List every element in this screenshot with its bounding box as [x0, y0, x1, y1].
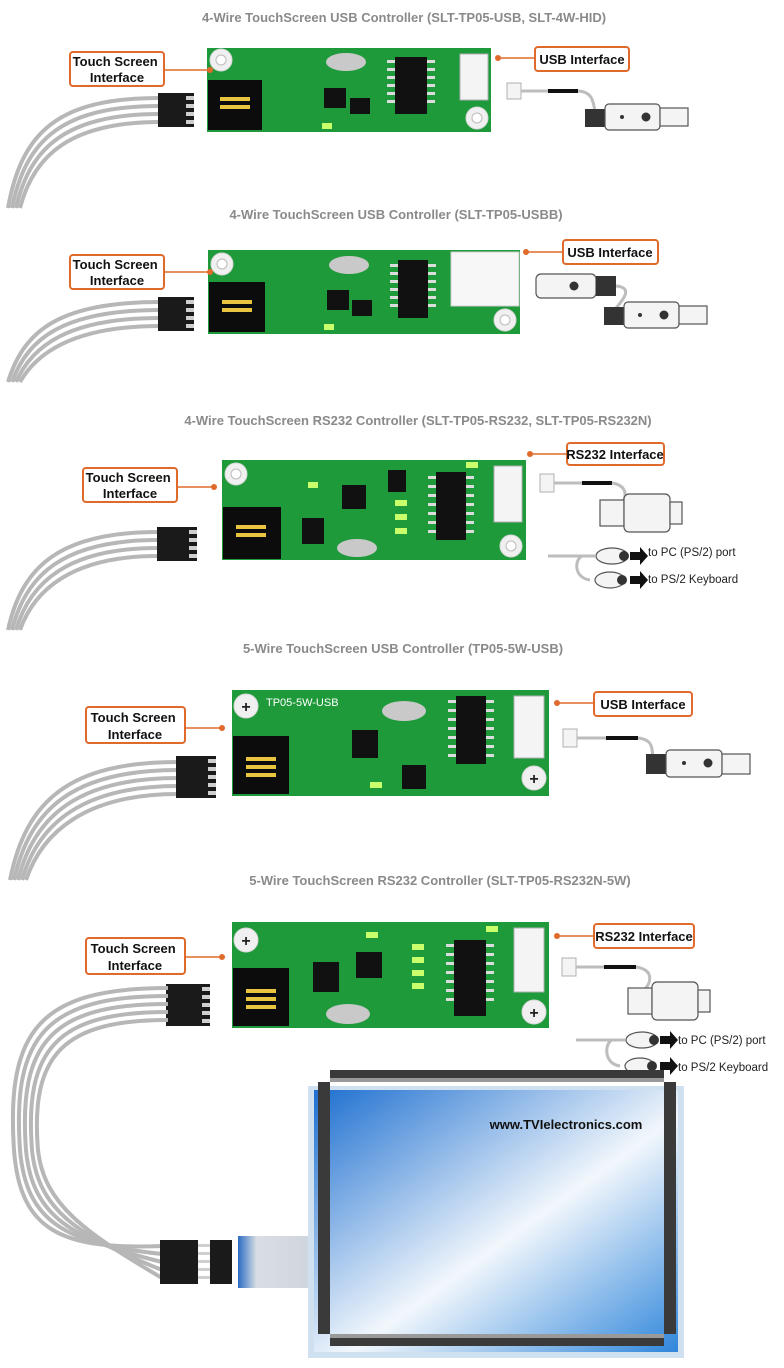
callout-label: Touch Screen Interface: [86, 470, 175, 501]
touch-screen-interface-callout: Touch Screen Interface: [82, 467, 217, 503]
usb-a-plug-icon: [604, 301, 708, 329]
flat-cable: [6, 530, 159, 631]
board-silkscreen-label: TP05-5W-USB: [266, 697, 339, 709]
cable-header: [158, 93, 194, 127]
controller-board: + +: [232, 922, 549, 1028]
callout-label: USB Interface: [539, 52, 624, 67]
usb-interface-callout: USB Interface: [554, 691, 693, 717]
controller-board: + + TP05-5W-USB: [232, 690, 549, 796]
section-1: 4-Wire TouchScreen USB Controller (SLT-T…: [6, 10, 689, 209]
svg-text:+: +: [529, 771, 538, 788]
db9-connector-icon: [561, 957, 711, 1021]
flex-ribbon: [238, 1236, 312, 1288]
flat-cable: [6, 96, 161, 209]
section-3: 4-Wire TouchScreen RS232 Controller (SLT…: [6, 413, 738, 631]
section-title: 4-Wire TouchScreen RS232 Controller (SLT…: [184, 413, 651, 428]
cable-header: [157, 527, 197, 561]
touch-screen-interface-callout: Touch Screen Interface: [85, 937, 225, 975]
ps2-connector-icon: [548, 547, 629, 589]
svg-text:+: +: [529, 1005, 538, 1022]
rs232-interface-callout: RS232 Interface: [554, 923, 695, 949]
flat-cable: [6, 300, 161, 383]
touch-panel: www.TVIelectronics.com: [308, 1070, 684, 1358]
callout-line-2: Interface: [90, 70, 144, 85]
db9-connector-icon: [539, 473, 683, 533]
cable-header: [166, 984, 210, 1026]
usb-a-plug-icon: [562, 728, 751, 778]
cable-header: [176, 756, 216, 798]
rs232-interface-callout: RS232 Interface: [527, 442, 665, 466]
section-title: 4-Wire TouchScreen USB Controller (SLT-T…: [202, 10, 606, 25]
callout-label: RS232 Interface: [566, 447, 664, 462]
ps2-connector-icon: [576, 1031, 659, 1075]
arrow-right-icon: [630, 547, 648, 589]
section-title: 5-Wire TouchScreen RS232 Controller (SLT…: [249, 873, 631, 888]
port-keyboard-label: to PS/2 Keyboard: [678, 1062, 768, 1074]
callout-line-2: Interface: [108, 727, 162, 742]
usb-interface-callout: USB Interface: [523, 239, 659, 265]
callout-label: USB Interface: [567, 245, 652, 260]
arrow-right-icon: [660, 1031, 678, 1075]
flat-cable: [10, 986, 169, 1280]
panel-electrode-right: [664, 1082, 676, 1334]
controller-board: [207, 48, 491, 132]
callout-label: USB Interface: [600, 697, 685, 712]
panel-cable-header: [160, 1240, 232, 1284]
controller-board: [222, 460, 526, 560]
touch-screen-interface-callout: Touch Screen Interface: [69, 51, 213, 87]
callout-line-2: Interface: [90, 273, 144, 288]
cable-header: [158, 297, 194, 331]
callout-label: Touch Screen Interface: [91, 710, 180, 742]
callout-label: Touch Screen Interface: [73, 257, 162, 288]
usb-interface-callout: USB Interface: [495, 46, 630, 72]
touch-screen-interface-callout: Touch Screen Interface: [69, 254, 213, 290]
usb-a-plug-icon: [506, 82, 689, 131]
callout-label: Touch Screen Interface: [73, 54, 162, 85]
section-title: 4-Wire TouchScreen USB Controller (SLT-T…: [229, 207, 562, 222]
port-pc-label: to PC (PS/2) port: [648, 547, 736, 559]
callout-line-1: Touch Screen: [91, 941, 176, 956]
callout-label: Touch Screen Interface: [91, 941, 180, 973]
svg-text:+: +: [241, 699, 250, 716]
callout-line-1: Touch Screen: [73, 257, 158, 272]
callout-line-2: Interface: [108, 958, 162, 973]
port-pc-label: to PC (PS/2) port: [678, 1035, 766, 1047]
svg-text:+: +: [241, 933, 250, 950]
port-keyboard-label: to PS/2 Keyboard: [648, 574, 738, 586]
section-4: 5-Wire TouchScreen USB Controller (TP05-…: [8, 641, 751, 881]
flat-cable: [8, 760, 179, 881]
callout-line-1: Touch Screen: [91, 710, 176, 725]
section-title: 5-Wire TouchScreen USB Controller (TP05-…: [243, 641, 563, 656]
callout-line-1: Touch Screen: [86, 470, 171, 485]
panel-electrode-left: [318, 1082, 330, 1334]
website-label: www.TVIelectronics.com: [489, 1117, 643, 1132]
callout-line-2: Interface: [103, 486, 157, 501]
controller-board: [208, 250, 520, 334]
callout-label: RS232 Interface: [595, 929, 693, 944]
section-5: 5-Wire TouchScreen RS232 Controller (SLT…: [10, 873, 768, 1288]
touch-screen-interface-callout: Touch Screen Interface: [85, 706, 225, 744]
callout-line-1: Touch Screen: [73, 54, 158, 69]
section-2: 4-Wire TouchScreen USB Controller (SLT-T…: [6, 207, 708, 383]
